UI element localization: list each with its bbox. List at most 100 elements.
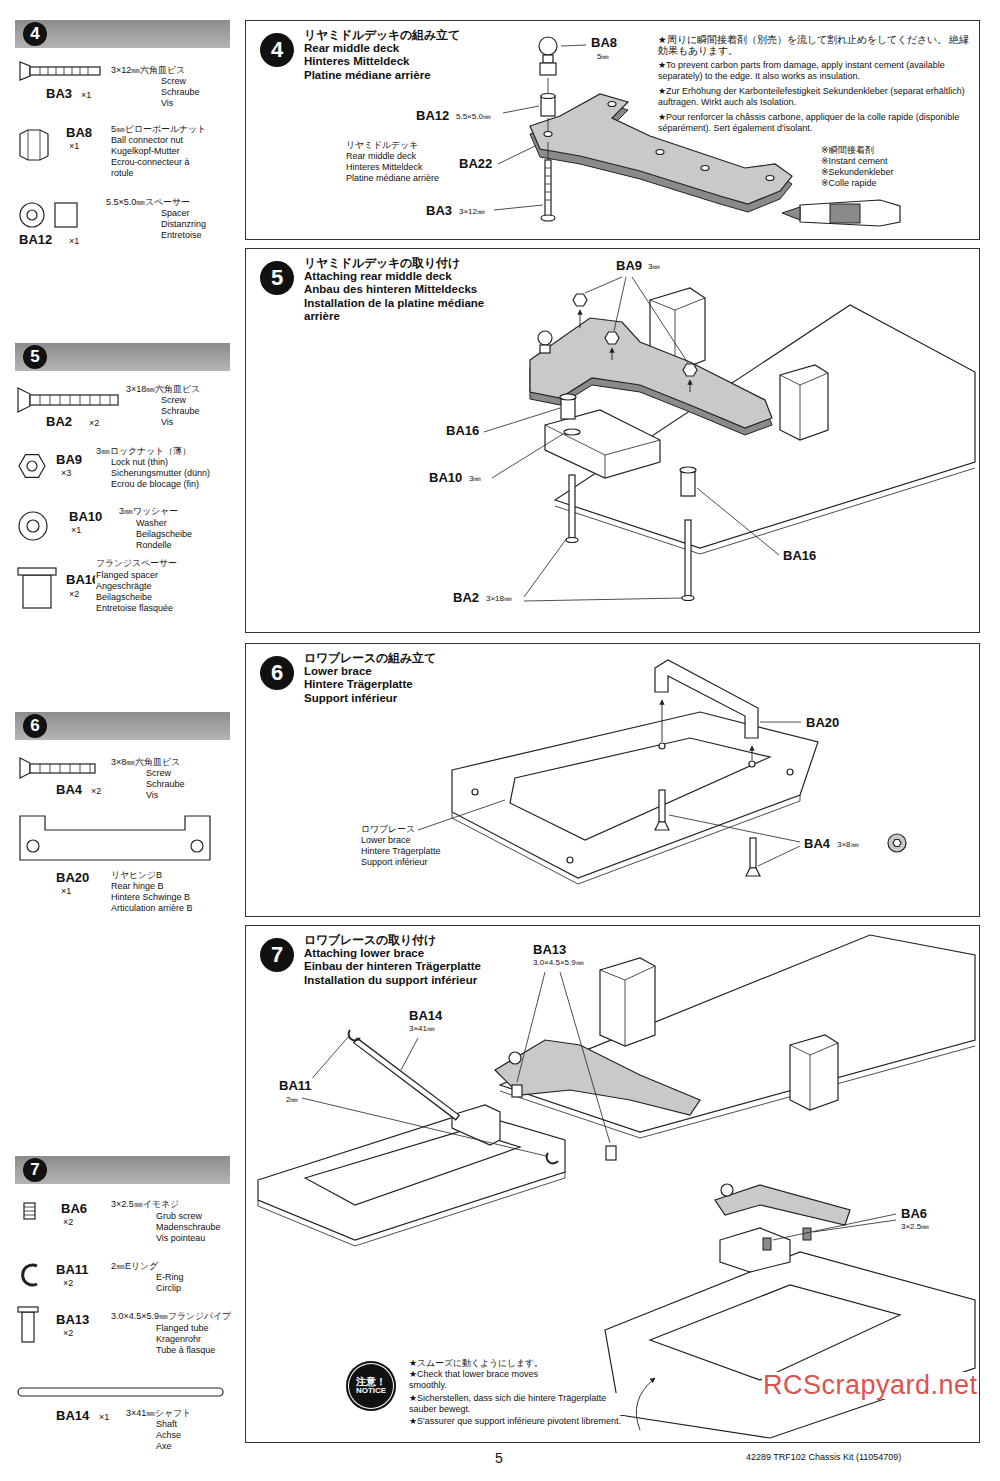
grub-screw-icon — [24, 1203, 35, 1219]
screw-icon — [20, 758, 95, 778]
rear-middle-deck — [540, 345, 550, 353]
washer-icon — [19, 512, 47, 540]
part-description: Lock nut (thin) — [110, 457, 169, 468]
e-ring-icon — [23, 1265, 37, 1285]
screw-head-icon — [888, 834, 906, 852]
part-number: BA13 — [55, 1312, 90, 1328]
part-number: BA16 — [782, 548, 817, 564]
note-text: ★Zur Erhöhung der Karbonteilefestigkeit … — [657, 86, 979, 108]
leader-line — [494, 45, 586, 210]
ball-connector — [548, 78, 549, 160]
part-description: Screw — [145, 768, 172, 779]
part-description: 3×2.5㎜イモネジ — [110, 1199, 180, 1210]
part-number: BA20 — [805, 715, 840, 731]
leader-line — [418, 722, 801, 866]
part-description: Kugelkopf-Mutter — [110, 146, 181, 157]
part-description: 3×12㎜六角皿ビス — [110, 65, 186, 76]
part-description: Grub screw — [155, 1211, 203, 1222]
part-description: 5.5×5.0㎜スペーサー — [105, 197, 191, 208]
ball-connector — [543, 55, 553, 63]
screw-head-icon — [888, 834, 906, 852]
part-description: Tube à flasque — [155, 1345, 216, 1356]
leader-line — [585, 277, 688, 363]
lower-brace-plate — [749, 761, 755, 767]
leader-line — [494, 205, 543, 210]
screw — [655, 790, 760, 876]
quantity: ×1 — [70, 525, 82, 536]
step-title: ロワブレースの組み立て — [304, 652, 436, 665]
lock-nut — [612, 348, 613, 360]
rear-hinge-icon — [27, 840, 39, 852]
rear-middle-deck — [538, 331, 552, 345]
notice-text: NOTICE — [356, 1387, 386, 1396]
step-title: ロワブレースの取り付け — [304, 934, 481, 947]
part-description: Distanzring — [160, 219, 207, 230]
part-description: Schraube — [160, 406, 201, 417]
lock-nut — [573, 294, 587, 306]
flanged-spacer — [681, 470, 695, 496]
flanged-spacer-icon — [18, 568, 56, 575]
chassis-plate — [790, 1035, 838, 1110]
part-description: Schraube — [160, 87, 201, 98]
mount-block — [545, 425, 660, 478]
lower-detail — [715, 1185, 850, 1225]
flanged-tube — [512, 1085, 522, 1097]
screw-icon — [30, 67, 100, 75]
note-text: ★Sicherstellen, dass sich die hintere Tr… — [408, 1393, 625, 1415]
rear-hinge-icon — [20, 816, 210, 860]
panel-title: リヤミドルデッキの取り付けAttaching rear middle deckA… — [304, 257, 519, 323]
screw-icon — [18, 388, 30, 412]
part-number: BA14 — [55, 1408, 90, 1424]
note-text: ★スムーズに動くようにします。 — [408, 1358, 544, 1369]
lower-brace-plate — [452, 712, 818, 878]
spacer-icon — [55, 203, 77, 227]
screw — [746, 868, 760, 876]
ball-nut-icon — [20, 130, 48, 160]
part-description: Articulation arrière B — [110, 903, 194, 914]
shaft — [356, 1041, 457, 1117]
step-title: Hintere Trägerplatte — [304, 678, 436, 691]
leader-line — [498, 146, 535, 164]
leader-line — [492, 434, 563, 478]
quantity: ×2 — [90, 786, 102, 797]
dimension: 5.5×5.0㎜ — [455, 112, 492, 122]
glue-tube — [800, 200, 900, 226]
step-title: Installation de la platine médiane arriè… — [304, 297, 519, 323]
part-number: BA2 — [45, 414, 73, 430]
leader-line — [517, 972, 610, 1143]
step-title: Support inférieur — [304, 692, 436, 705]
lock-nut — [573, 294, 697, 392]
note-text: ★S'assurer que support inférieure pivote… — [408, 1416, 625, 1427]
part-description: 3㎜ワッシャー — [118, 506, 179, 517]
part-description: Hinteres Mitteldeck — [345, 162, 424, 173]
screw-icon — [20, 62, 30, 80]
dimension: 3×41㎜ — [408, 1024, 436, 1034]
part-description: Schraube — [145, 779, 186, 790]
screw-icon — [20, 758, 30, 778]
step-title: Rear middle deck — [304, 42, 460, 55]
chassis-plate — [600, 966, 655, 1046]
part-description: Sicherungsmutter (dünn) — [110, 468, 211, 479]
spacer — [541, 94, 555, 99]
grub-screw-icon — [24, 1207, 35, 1215]
leader-line — [401, 1038, 418, 1070]
leader-line — [773, 1214, 896, 1240]
step-title: リヤミドルデッキの取り付け — [304, 257, 519, 270]
step-title: Lower brace — [304, 665, 436, 678]
part-description: 3×8㎜六角皿ビス — [110, 757, 181, 768]
part-number: BA12 — [415, 108, 450, 124]
part-description: Spacer — [160, 208, 191, 219]
step-title: Hinteres Mitteldeck — [304, 55, 460, 68]
part-description: Rear middle deck — [345, 151, 417, 162]
screw — [541, 160, 555, 221]
lower-detail — [605, 1252, 975, 1438]
footer-text: 42289 TRF102 Chassis Kit (11054709) — [745, 1452, 902, 1463]
part-description: Kragenrohr — [155, 1334, 202, 1345]
part-number: BA6 — [60, 1201, 88, 1217]
part-description: Vis — [145, 790, 159, 801]
part-description: Madenschraube — [155, 1222, 222, 1233]
screw — [685, 520, 691, 596]
step-title: Einbau der hinteren Trägerplatte — [304, 960, 481, 973]
washer — [564, 429, 580, 435]
mount-block — [545, 410, 660, 478]
